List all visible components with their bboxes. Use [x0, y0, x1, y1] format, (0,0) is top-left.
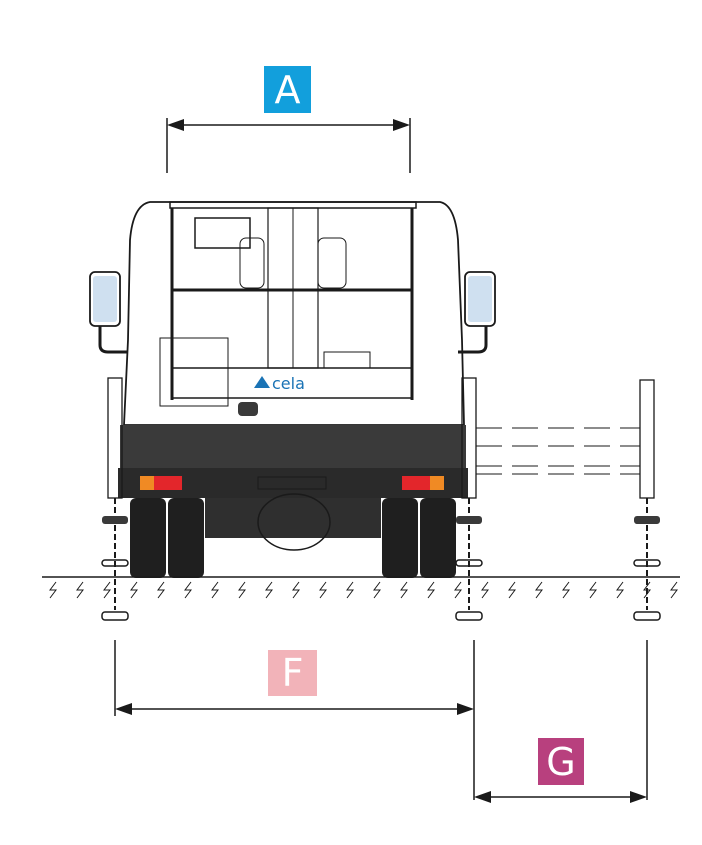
ground-hatch-mark [562, 581, 570, 599]
ground-hatch-mark [373, 581, 381, 599]
ground-hatch-mark [643, 581, 651, 599]
ground-hatch-mark [481, 581, 489, 599]
ground-hatch-mark [103, 581, 111, 599]
platform-basket [159, 201, 417, 416]
right-mirror [458, 271, 496, 354]
ground-hatch-mark [616, 581, 624, 599]
dimension-g [474, 640, 648, 803]
dimension-label-a: A [264, 66, 311, 113]
right-outrigger [455, 377, 483, 621]
ground-hatch-mark [292, 581, 300, 599]
left-outrigger [101, 377, 129, 621]
right-tyres [382, 498, 456, 578]
ground-hatching [49, 581, 678, 599]
ground-hatch-mark [535, 581, 543, 599]
ground-hatch-mark [211, 581, 219, 599]
ground-line [42, 576, 680, 599]
ground-hatch-mark [427, 581, 435, 599]
ground-hatch-mark [130, 581, 138, 599]
ground-hatch-mark [346, 581, 354, 599]
left-mirror [89, 271, 128, 354]
ground-hatch-mark [508, 581, 516, 599]
ground-hatch-mark [589, 581, 597, 599]
chassis [118, 425, 468, 551]
svg-text:cela: cela [272, 374, 305, 393]
cela-logo: cela [254, 374, 305, 393]
ground-hatch-mark [238, 581, 246, 599]
ground-hatch-mark [670, 581, 678, 599]
ground-hatch-mark [400, 581, 408, 599]
ground-hatch-mark [76, 581, 84, 599]
dimension-a [166, 118, 411, 173]
left-tyres [130, 498, 204, 578]
dimension-f [114, 640, 475, 800]
dimension-label-g: G [538, 738, 584, 785]
ground-hatch-mark [319, 581, 327, 599]
ground-hatch-mark [454, 581, 462, 599]
ground-hatch-mark [49, 581, 57, 599]
ground-hatch-mark [157, 581, 165, 599]
extended-outrigger [476, 379, 661, 621]
ground-hatch-mark [265, 581, 273, 599]
ground-hatch-mark [184, 581, 192, 599]
dimension-label-f: F [268, 650, 317, 696]
